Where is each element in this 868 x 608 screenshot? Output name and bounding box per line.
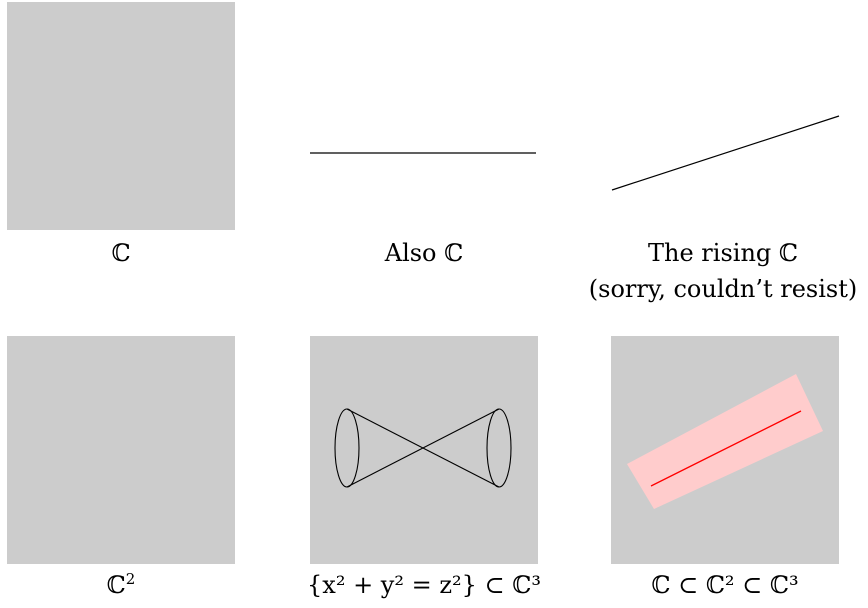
left-cone-ellipse xyxy=(334,408,360,488)
double-cone-drawing xyxy=(334,408,512,488)
caption-c: ℂ xyxy=(111,239,131,267)
pink-plane xyxy=(627,374,823,509)
rising-line xyxy=(611,115,840,191)
panel-rising-c xyxy=(611,2,840,230)
caption-c2-exponent: 2 xyxy=(125,570,136,588)
caption-cone: {x² + y² = z²} ⊂ ℂ³ xyxy=(307,571,541,599)
rising-line-drawing xyxy=(611,115,840,191)
caption-rising-c: The rising ℂ xyxy=(648,239,798,267)
panel-c2 xyxy=(7,336,235,564)
caption-also-c: Also ℂ xyxy=(384,239,464,267)
red-line xyxy=(650,410,802,487)
caption-rising-c-note: (sorry, couldn’t resist) xyxy=(588,275,858,303)
caption-c2-base: ℂ xyxy=(106,571,126,599)
right-cone-ellipse xyxy=(486,408,512,488)
plane-and-line-drawing xyxy=(627,374,823,509)
panel-cone xyxy=(310,336,538,564)
panel-nested xyxy=(611,336,839,564)
panel-c xyxy=(7,2,235,230)
horizontal-line-drawing xyxy=(310,152,536,154)
caption-nested: ℂ ⊂ ℂ² ⊂ ℂ³ xyxy=(651,571,799,599)
cone-line-lower xyxy=(346,408,500,488)
panel-also-c xyxy=(310,2,538,230)
caption-c2: ℂ2 xyxy=(7,568,235,602)
